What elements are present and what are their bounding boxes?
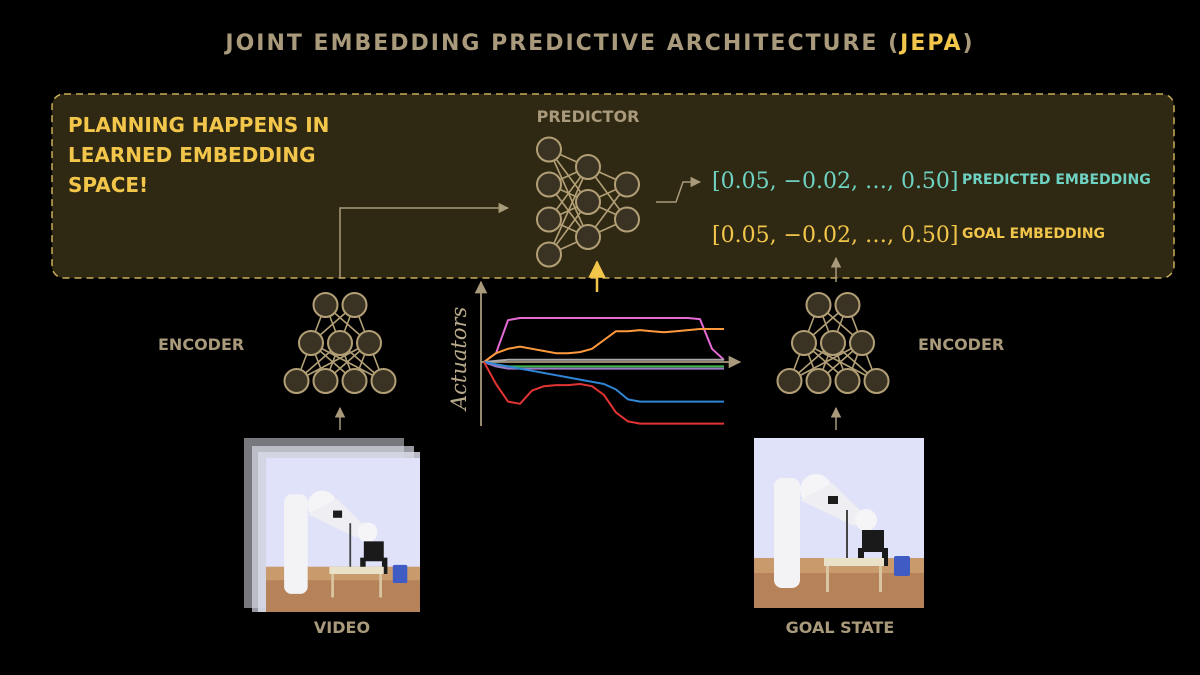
actuator-series-line-2 xyxy=(483,358,724,363)
predicted-embedding-label: PREDICTED EMBEDDING xyxy=(962,172,1151,188)
network-node xyxy=(536,136,562,163)
network-node xyxy=(341,368,368,394)
network-node xyxy=(805,292,832,318)
planning-line-2: LEARNED EMBEDDING xyxy=(68,143,316,167)
planning-line-1: PLANNING HAPPENS IN xyxy=(68,113,329,137)
network-node xyxy=(614,206,640,233)
network-node xyxy=(614,171,640,198)
network-node xyxy=(575,224,601,250)
title-end: ) xyxy=(963,31,975,56)
video-frames xyxy=(244,438,420,612)
predictor-network-icon xyxy=(536,136,640,268)
planning-text: PLANNING HAPPENS IN LEARNED EMBEDDING SP… xyxy=(68,113,329,197)
network-node xyxy=(791,330,817,356)
network-node xyxy=(341,292,368,318)
network-node xyxy=(356,330,382,356)
predictor-label: PREDICTOR xyxy=(537,107,640,126)
embedding-space-panel xyxy=(51,93,1175,279)
actuator-series-line-1 xyxy=(483,328,724,363)
network-node xyxy=(575,189,601,215)
network-node xyxy=(298,330,324,356)
network-node xyxy=(863,368,890,394)
chart-y-axis-label: Actuators xyxy=(447,306,471,412)
network-node xyxy=(834,368,861,394)
network-edge xyxy=(789,342,863,382)
goal-embedding-vector: [0.05, −0.02, …, 0.50] xyxy=(712,223,959,248)
encoder-right-network-icon xyxy=(776,292,890,394)
encoder-right-label: ENCODER xyxy=(918,335,1004,354)
actuator-series-line-3 xyxy=(483,361,724,368)
network-node xyxy=(370,368,397,394)
goal-state-image xyxy=(754,438,924,608)
network-node xyxy=(776,368,803,394)
goal-embedding-label: GOAL EMBEDDING xyxy=(962,226,1105,242)
video-label: VIDEO xyxy=(314,618,370,637)
actuator-chart: Actuators xyxy=(447,280,742,426)
actuator-series-line-6 xyxy=(483,361,724,425)
actuator-series-line-5 xyxy=(483,361,724,403)
network-node xyxy=(536,171,562,198)
network-node xyxy=(820,330,846,356)
page-title: JOINT EMBEDDING PREDICTIVE ARCHITECTURE … xyxy=(223,31,974,56)
predictor-output-arrow xyxy=(656,176,702,203)
title-highlight: JEPA xyxy=(898,31,962,56)
network-node xyxy=(312,292,339,318)
network-node xyxy=(536,206,562,233)
network-node xyxy=(327,330,353,356)
encoder-left-network-icon xyxy=(283,292,397,394)
network-edge xyxy=(296,342,370,382)
encoder-left-label: ENCODER xyxy=(158,335,244,354)
network-node xyxy=(312,368,339,394)
goal-state-label: GOAL STATE xyxy=(786,618,895,637)
planning-line-3: SPACE! xyxy=(68,173,148,197)
network-node xyxy=(834,292,861,318)
network-node xyxy=(849,330,875,356)
predicted-embedding-vector: [0.05, −0.02, …, 0.50] xyxy=(712,169,959,194)
network-node xyxy=(805,368,832,394)
network-node xyxy=(283,368,310,394)
title-main: JOINT EMBEDDING PREDICTIVE ARCHITECTURE … xyxy=(223,31,900,56)
network-node xyxy=(575,154,601,180)
video-frame-front xyxy=(266,458,420,612)
network-node xyxy=(536,241,562,268)
network-edge xyxy=(548,166,589,255)
chart-series-group xyxy=(483,317,725,425)
actuator-series-line-0 xyxy=(483,317,725,363)
encoder-to-predictor-arrow xyxy=(339,202,510,278)
